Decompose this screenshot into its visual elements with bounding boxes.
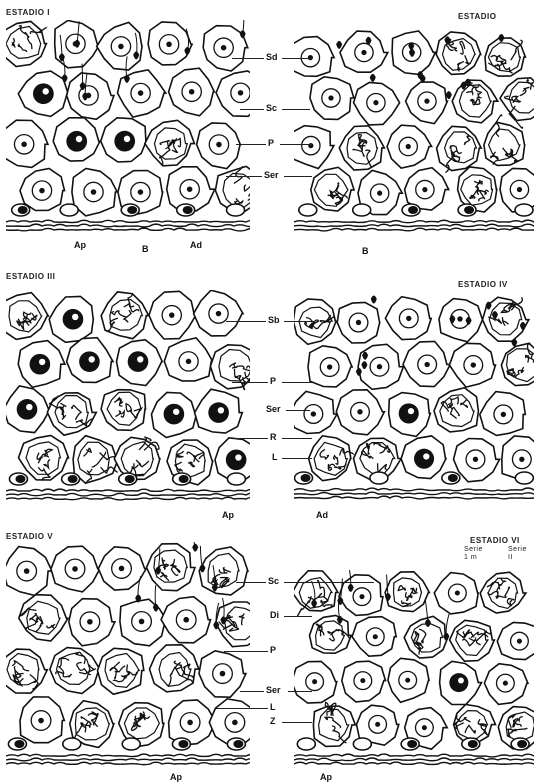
histology-sketch xyxy=(294,294,534,504)
stage-title-3: ESTADIO III xyxy=(6,272,55,281)
histology-sketch xyxy=(294,570,534,770)
label-di: Di xyxy=(270,610,279,620)
stage-title-1: ESTADIO I xyxy=(6,8,50,17)
label-b-2: B xyxy=(362,246,369,256)
label-sb: Sb xyxy=(268,315,280,325)
histology-sketch xyxy=(294,30,534,236)
label-ad-1: Ad xyxy=(190,240,202,250)
stage-title-4: ESTADIO IV xyxy=(458,280,508,289)
stage-title-2: ESTADIO xyxy=(458,12,496,21)
label-ad-4: Ad xyxy=(316,510,328,520)
label-p-3: P xyxy=(270,645,276,655)
epithelium-drawing-stage-5 xyxy=(6,542,250,770)
stage-6-series-1: Serie 1 m xyxy=(464,546,483,562)
label-ap-6: Ap xyxy=(320,772,332,782)
label-ap-1: Ap xyxy=(74,240,86,250)
label-r: R xyxy=(270,432,277,442)
epithelium-drawing-stage-1 xyxy=(6,20,250,236)
label-ap-3: Ap xyxy=(222,510,234,520)
stage-title-5: ESTADIO V xyxy=(6,532,53,541)
stage-title-6: ESTADIO VI xyxy=(470,536,520,545)
label-p-2: P xyxy=(270,376,276,386)
label-ser-2: Ser xyxy=(266,404,281,414)
stage-6-series-2: Serie II xyxy=(508,546,527,562)
label-sc: Sc xyxy=(266,103,277,113)
epithelium-drawing-stage-4 xyxy=(294,294,534,504)
label-sc-3: Sc xyxy=(268,576,279,586)
histology-sketch xyxy=(6,20,250,236)
histology-sketch xyxy=(6,290,250,505)
label-l-3: L xyxy=(270,702,276,712)
epithelium-drawing-stage-2 xyxy=(294,30,534,236)
label-sd: Sd xyxy=(266,52,278,62)
label-ser-3: Ser xyxy=(266,685,281,695)
label-b-1: B xyxy=(142,244,149,254)
label-ap-5: Ap xyxy=(170,772,182,782)
label-z: Z xyxy=(270,716,276,726)
label-ser-1: Ser xyxy=(264,170,279,180)
label-l-1: L xyxy=(272,452,278,462)
epithelium-drawing-stage-6 xyxy=(294,570,534,770)
epithelium-drawing-stage-3 xyxy=(6,290,250,505)
label-p-1: P xyxy=(268,138,274,148)
histology-sketch xyxy=(6,542,250,770)
